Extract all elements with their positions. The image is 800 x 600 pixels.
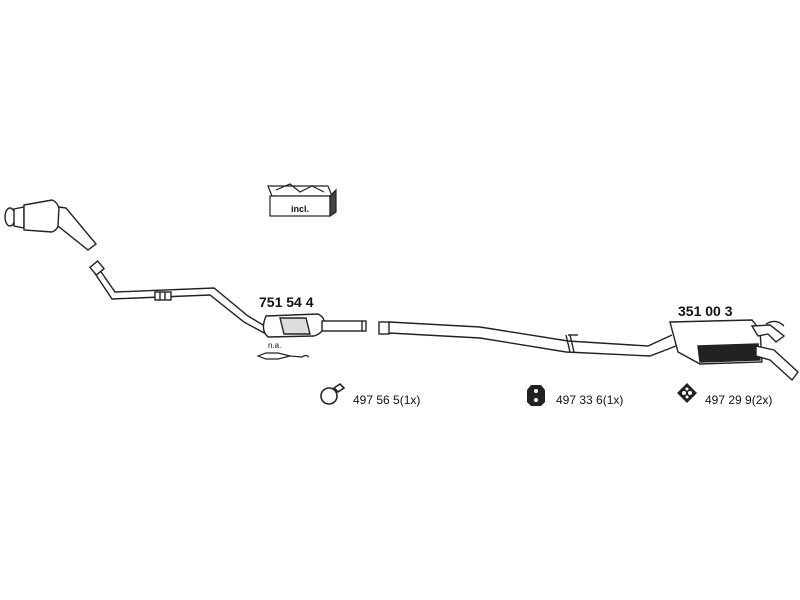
catalytic-converter-number: 751 54 4 — [259, 294, 314, 310]
front-catalyst-section — [4, 199, 98, 251]
rubber-mount-icon — [527, 385, 545, 406]
rubber-ring-label: 497 29 9(2x) — [705, 393, 772, 407]
rubber-ring-icon — [677, 383, 697, 403]
oxygen-sensor — [256, 352, 310, 360]
kit-box-label: incl. — [291, 204, 309, 214]
catalytic-converter — [262, 313, 367, 338]
kit-box — [267, 183, 337, 218]
rubber-mount-label: 497 33 6(1x) — [556, 393, 623, 407]
rear-silencer — [669, 319, 799, 382]
clamp-label: 497 56 5(1x) — [353, 393, 420, 407]
clamp-icon — [320, 382, 346, 405]
sensor-note: n.a. — [268, 341, 281, 350]
middle-pipe — [378, 321, 677, 357]
front-pipe — [88, 259, 269, 335]
rear-silencer-number: 351 00 3 — [678, 303, 733, 319]
